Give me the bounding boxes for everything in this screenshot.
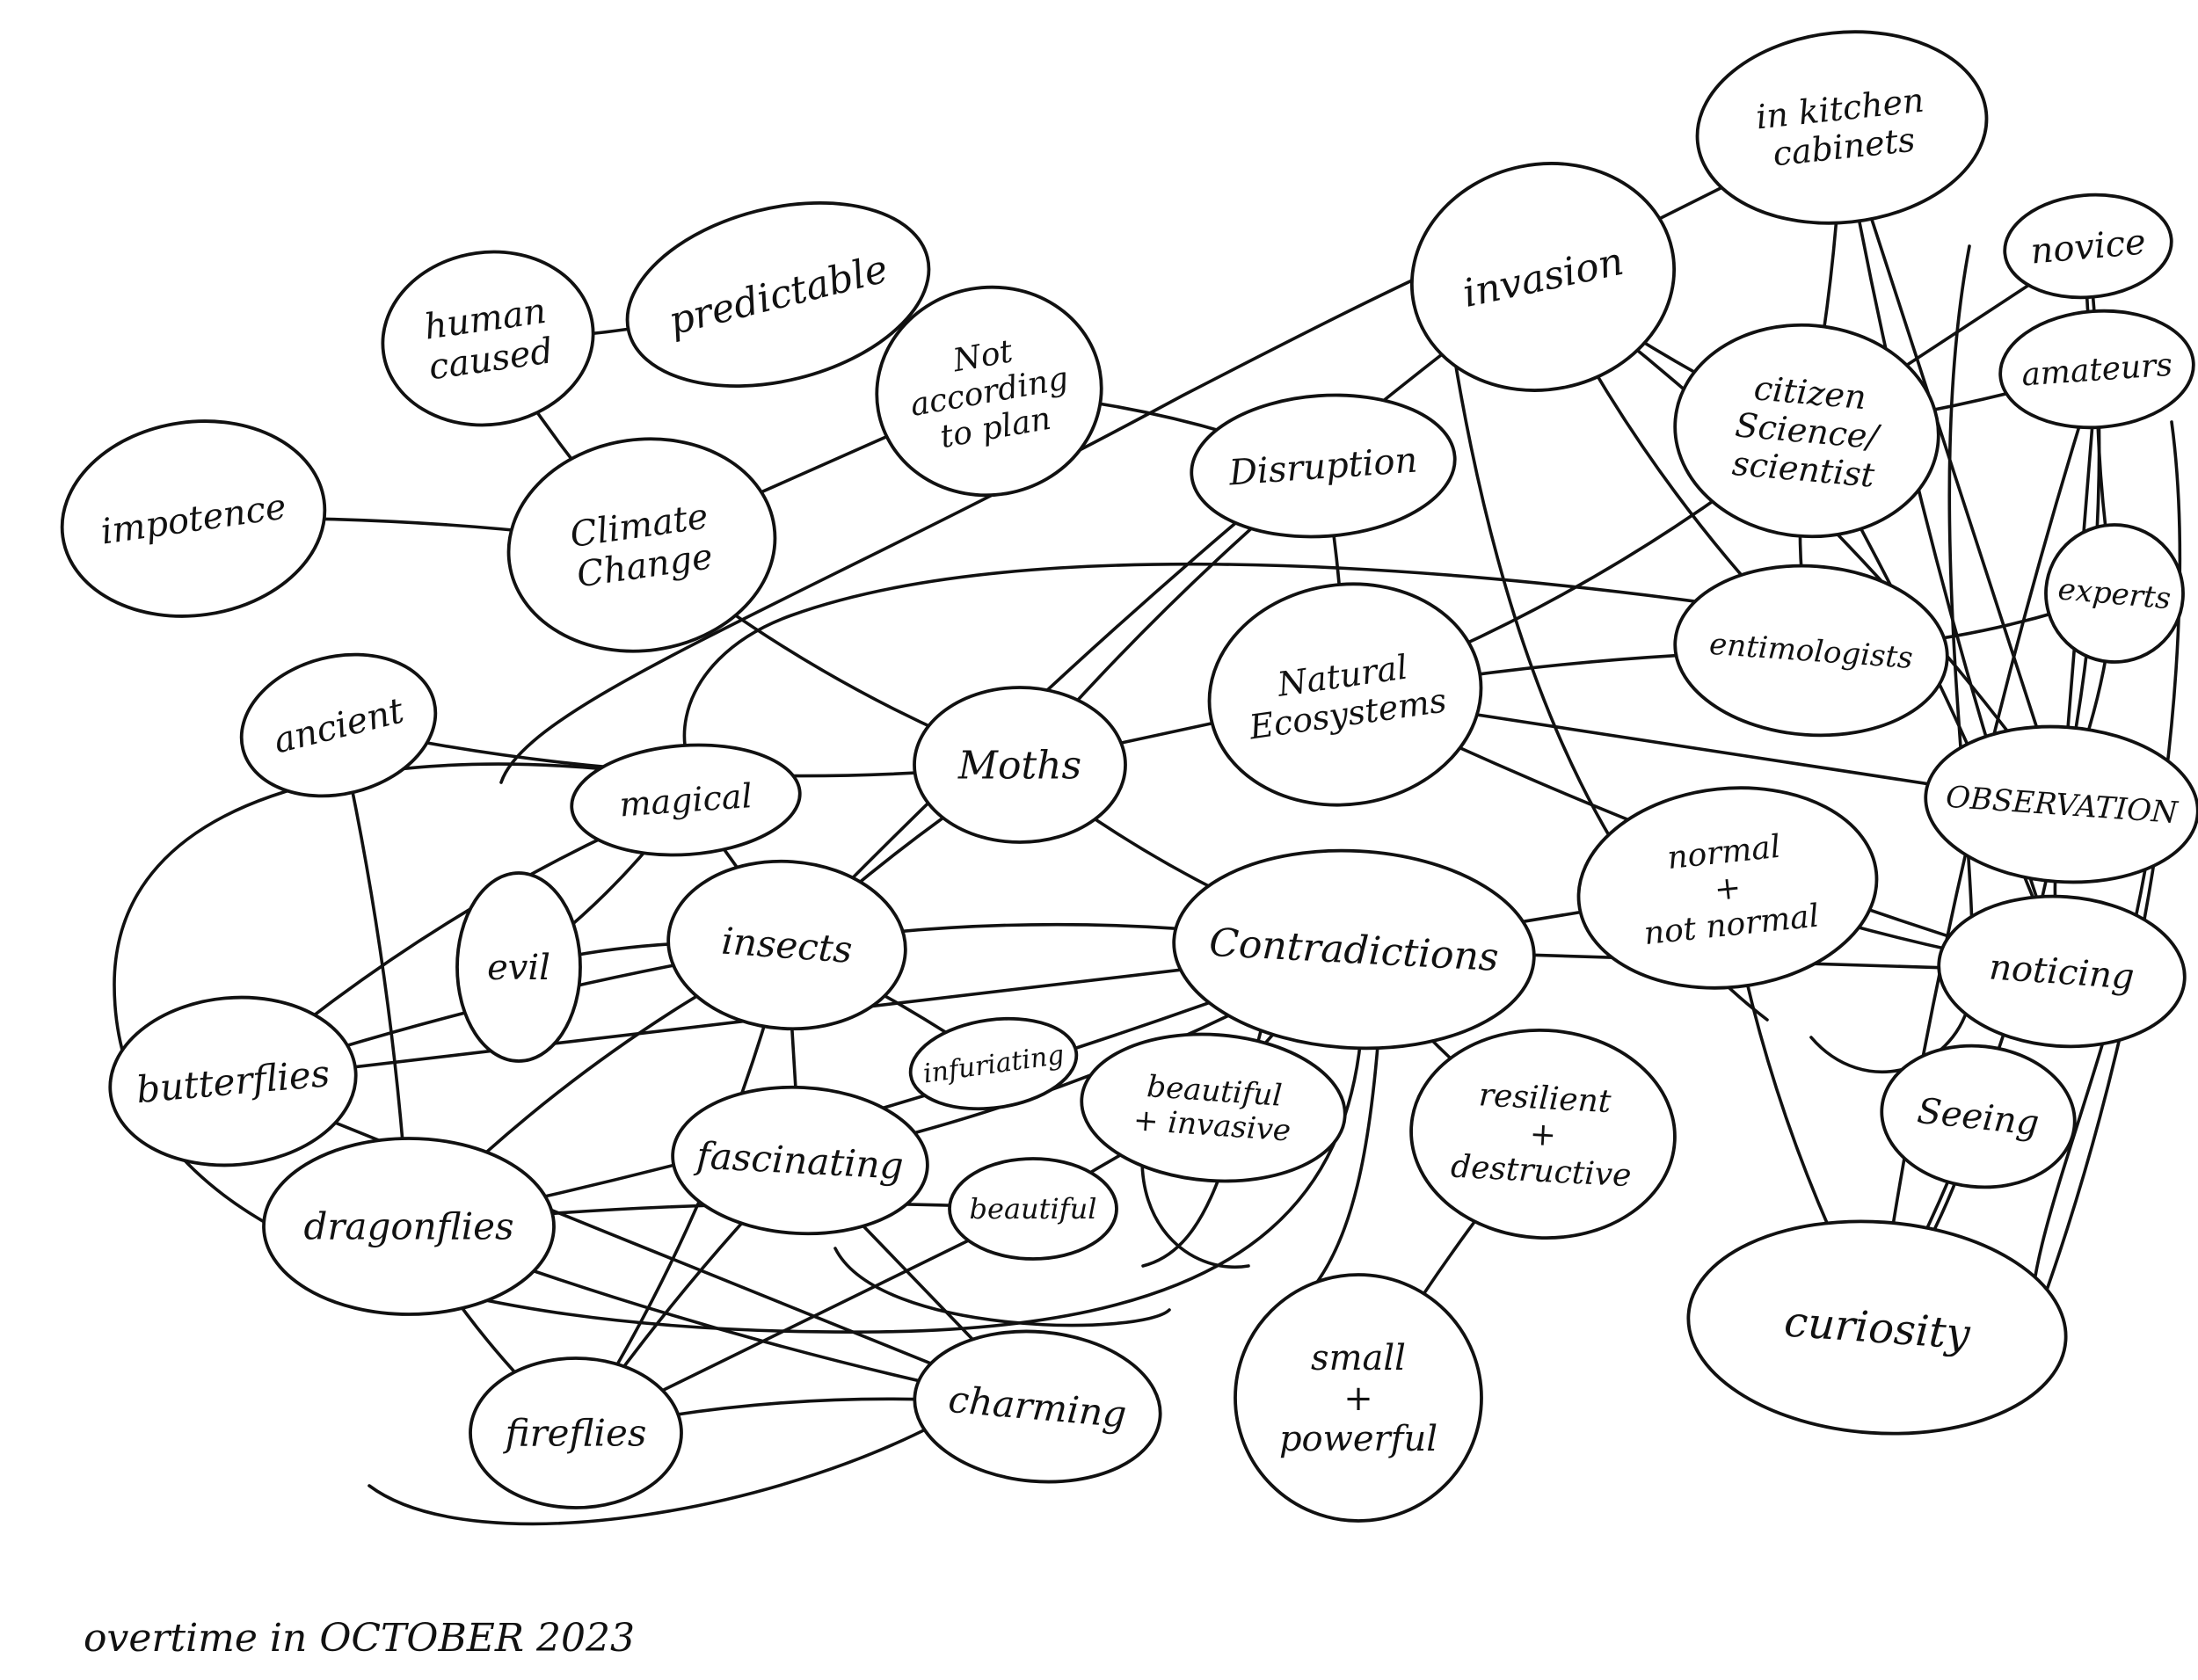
edge-insects-invasion <box>785 275 1545 947</box>
node-disruption: Disruption <box>1190 393 1457 539</box>
node-fascinating: fascinating <box>671 1085 929 1236</box>
edge-kitchen-cabinets-observation <box>1840 126 2063 806</box>
node-impotence: impotence <box>60 419 327 618</box>
footer-note: overtime in OCTOBER 2023 <box>84 1616 635 1661</box>
node-human-caused-shape <box>381 250 595 427</box>
node-infuriating: infuriating <box>908 1016 1079 1111</box>
node-dragonflies-label: dragonflies <box>303 1205 513 1248</box>
node-beautiful-label: beautiful <box>970 1192 1097 1225</box>
node-observation: OBSERVATION <box>1924 724 2198 884</box>
node-ancient: ancient <box>239 652 438 798</box>
node-natural-ecosystems-shape <box>1207 582 1483 807</box>
node-beautiful-invasive: beautiful+ invasive <box>1080 1032 1347 1183</box>
node-citizen-science-label: citizenScience/scientist <box>1730 367 1886 495</box>
edge-butterflies-charming <box>231 1080 1039 1408</box>
node-magical-label: magical <box>618 776 753 824</box>
node-normal: normal+not normal <box>1576 786 1879 990</box>
node-not-according-shape <box>875 285 1103 498</box>
node-novice-shape <box>2003 193 2173 300</box>
node-predictable-shape <box>625 201 931 388</box>
node-magical: magical <box>570 743 802 857</box>
node-resilient: resilient+destructive <box>1409 1029 1677 1240</box>
node-noticing: noticing <box>1937 894 2187 1049</box>
node-novice: novice <box>2003 193 2173 300</box>
node-moths: Moths <box>913 686 1127 844</box>
node-moths-shape <box>913 686 1127 844</box>
node-climate-change-shape <box>506 437 777 653</box>
node-insects-shape <box>666 859 907 1031</box>
node-citizen-science-shape <box>1673 323 1940 539</box>
node-fireflies: fireflies <box>469 1356 683 1509</box>
node-human-caused: humancaused <box>381 250 595 427</box>
node-novice-label: novice <box>2029 222 2148 272</box>
node-charming-shape <box>913 1329 1162 1484</box>
loop-edge <box>1299 1009 1382 1303</box>
loop-edge <box>833 1247 1171 1327</box>
node-fascinating-shape <box>671 1085 929 1236</box>
node-insects: insects <box>666 859 907 1031</box>
node-evil-label: evil <box>487 948 550 988</box>
node-disruption-shape <box>1190 393 1457 539</box>
node-normal-shape <box>1576 786 1879 990</box>
node-ancient-shape <box>239 652 438 798</box>
node-human-caused-label: humancaused <box>421 291 556 389</box>
node-entimologists-shape <box>1673 564 1949 738</box>
node-natural-ecosystems: NaturalEcosystems <box>1207 582 1483 807</box>
loop-edge <box>1809 244 1975 1073</box>
node-dragonflies: dragonflies <box>262 1137 556 1316</box>
node-charming: charming <box>913 1329 1162 1484</box>
node-experts: experts <box>2044 523 2185 664</box>
node-beautiful-invasive-shape <box>1080 1032 1347 1183</box>
node-magical-shape <box>570 743 802 857</box>
node-amateurs-shape <box>1998 309 2195 430</box>
node-impotence-shape <box>60 419 327 618</box>
node-small-powerful-shape <box>1234 1273 1483 1523</box>
node-contradictions: Contradictions <box>1172 848 1536 1051</box>
node-fireflies-label: fireflies <box>503 1412 647 1455</box>
node-insects-label: insects <box>720 920 854 971</box>
node-curiosity: curiosity <box>1686 1219 2068 1436</box>
node-not-according: Notaccordingto plan <box>875 285 1103 498</box>
node-contradictions-shape <box>1172 848 1536 1051</box>
node-dragonflies-shape <box>262 1137 556 1316</box>
node-curiosity-shape <box>1686 1219 2068 1436</box>
node-resilient-label: resilient+destructive <box>1450 1076 1636 1194</box>
node-infuriating-shape <box>908 1016 1079 1111</box>
node-beautiful-invasive-label: beautiful+ invasive <box>1132 1068 1294 1148</box>
node-beautiful-shape <box>948 1157 1118 1261</box>
node-small-powerful-label: small+powerful <box>1279 1338 1437 1459</box>
node-kitchen-cabinets-shape <box>1695 30 1989 225</box>
node-beautiful: beautiful <box>948 1157 1118 1261</box>
node-fireflies-shape <box>469 1356 683 1509</box>
node-citizen-science: citizenScience/scientist <box>1673 323 1940 539</box>
loop-edge <box>368 1405 969 1526</box>
node-invasion-shape <box>1409 162 1677 392</box>
node-predictable: predictable <box>625 201 931 388</box>
node-butterflies: butterflies <box>108 995 358 1167</box>
loop-edge-layer <box>113 244 2182 1526</box>
node-resilient-shape <box>1409 1029 1677 1240</box>
node-noticing-shape <box>1937 894 2187 1049</box>
node-experts-shape <box>2044 523 2185 664</box>
node-kitchen-cabinets: in kitchencabinets <box>1695 30 1989 225</box>
node-seeing: Seeing <box>1880 1044 2077 1189</box>
loop-edge <box>1140 1141 1250 1269</box>
node-butterflies-shape <box>108 995 358 1167</box>
node-evil-shape <box>455 871 582 1063</box>
node-seeing-shape <box>1880 1044 2077 1189</box>
node-small-powerful: small+powerful <box>1234 1273 1483 1523</box>
node-evil: evil <box>455 871 582 1063</box>
node-entimologists: entimologists <box>1673 564 1949 738</box>
node-climate-change: ClimateChange <box>506 437 777 653</box>
node-layer: Moths humancaused predictableNotaccordingt… <box>60 30 2198 1523</box>
node-moths-label: Moths <box>957 743 1081 788</box>
node-invasion: invasion <box>1409 162 1677 392</box>
loop-edge <box>682 562 1703 824</box>
node-amateurs: amateurs <box>1998 309 2195 430</box>
